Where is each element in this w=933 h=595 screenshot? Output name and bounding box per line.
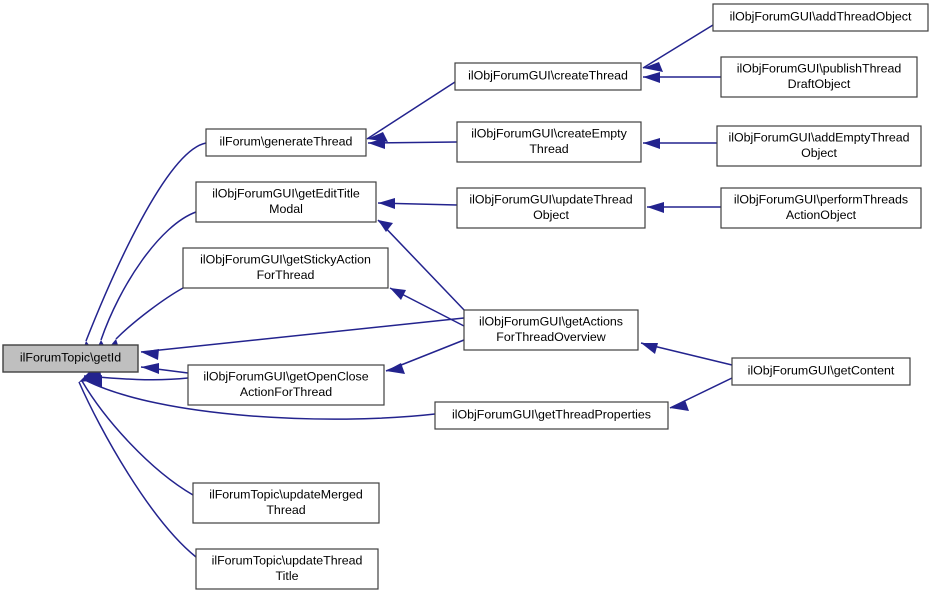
node-box[interactable]	[731, 357, 911, 386]
arrowhead-icon	[390, 288, 406, 300]
node-label: ilObjForumGUI\addThreadObject	[730, 10, 912, 24]
arrowhead-icon	[386, 363, 405, 374]
node-box[interactable]	[182, 247, 389, 289]
edge-line	[81, 380, 194, 496]
edge-get-actions-for-thread-overview-to-get-open-close-action-for-thread	[385, 339, 465, 374]
edge-line	[642, 24, 714, 69]
edge-add-thread-object-to-create-thread	[642, 24, 714, 72]
arrowhead-icon	[141, 349, 159, 360]
edge-line	[377, 219, 467, 313]
node-create-thread[interactable]: ilObjForumGUI\createThread	[454, 62, 642, 91]
node-box[interactable]	[463, 309, 639, 351]
node-get-thread-properties[interactable]: ilObjForumGUI\getThreadProperties	[434, 401, 669, 430]
node-box[interactable]	[195, 548, 379, 590]
edge-line	[78, 381, 197, 558]
node-label: ilForum\generateThread	[220, 135, 353, 149]
node-box[interactable]	[456, 187, 646, 229]
edge-get-actions-for-thread-overview-to-get-sticky-action-for-thread	[389, 287, 465, 327]
arrowhead-icon	[643, 138, 660, 149]
node-box[interactable]	[2, 344, 139, 373]
edge-get-content-to-get-thread-properties	[669, 377, 733, 411]
arrowhead-icon	[368, 138, 385, 149]
node-label: ilObjForumGUI\getThreadProperties	[452, 408, 651, 422]
node-box[interactable]	[187, 364, 385, 406]
arrowhead-icon	[647, 202, 664, 213]
edge-line	[140, 317, 465, 353]
node-box[interactable]	[192, 482, 380, 524]
arrowhead-icon	[643, 72, 660, 83]
edge-update-thread-title-to-root	[78, 370, 197, 558]
edge-get-actions-for-thread-overview-to-root	[140, 317, 465, 360]
edge-get-actions-for-thread-overview-to-get-edit-title-modal	[377, 219, 467, 313]
node-root[interactable]: ilForumTopic\getId	[2, 344, 139, 373]
edge-create-thread-to-generate-thread	[366, 81, 456, 142]
node-label: ilForumTopic\getId	[20, 351, 121, 365]
edge-get-content-to-get-actions-for-thread-overview	[640, 342, 733, 366]
node-box[interactable]	[434, 401, 669, 430]
edge-create-empty-thread-to-generate-thread	[367, 138, 458, 149]
edges-layer	[78, 24, 733, 558]
arrowhead-icon	[670, 400, 689, 411]
arrowhead-icon	[378, 198, 395, 209]
arrowhead-icon	[641, 343, 658, 354]
node-box[interactable]	[720, 56, 918, 98]
node-get-content[interactable]: ilObjForumGUI\getContent	[731, 357, 911, 386]
node-generate-thread[interactable]: ilForum\generateThread	[205, 128, 367, 157]
arrowhead-icon	[643, 62, 663, 72]
edge-get-sticky-action-for-thread-to-root	[106, 287, 184, 354]
nodes-layer: ilForumTopic\getId ilForum\generateThread…	[2, 3, 929, 590]
node-box[interactable]	[456, 121, 642, 163]
edge-line	[100, 211, 197, 341]
node-box[interactable]	[716, 125, 922, 167]
node-box[interactable]	[720, 187, 922, 229]
edge-update-thread-object-to-get-edit-title-modal	[377, 198, 458, 209]
edge-line	[366, 81, 456, 140]
edge-get-open-close-action-for-thread-to-root	[140, 363, 189, 374]
arrowhead-icon	[141, 363, 159, 374]
edge-line	[84, 379, 436, 420]
edge-add-empty-thread-object-to-create-empty-thread	[643, 138, 717, 149]
edge-line	[115, 287, 184, 340]
edge-update-merged-thread-to-root	[81, 371, 194, 496]
node-box[interactable]	[195, 181, 377, 223]
edge-perform-threads-action-object-to-update-thread-object	[647, 202, 721, 213]
node-box[interactable]	[454, 62, 642, 91]
arrowhead-icon	[378, 220, 393, 232]
node-label: ilObjForumGUI\getContent	[748, 364, 895, 378]
edge-get-edit-title-modal-to-root	[93, 211, 197, 356]
node-box[interactable]	[712, 3, 929, 32]
node-box[interactable]	[205, 128, 367, 157]
node-add-thread-object[interactable]: ilObjForumGUI\addThreadObject	[712, 3, 929, 32]
edge-publish-thread-draft-object-to-create-thread	[643, 72, 721, 83]
edge-line	[85, 142, 207, 342]
node-label: ilObjForumGUI\createThread	[468, 69, 628, 83]
arrowhead-icon	[79, 370, 98, 382]
